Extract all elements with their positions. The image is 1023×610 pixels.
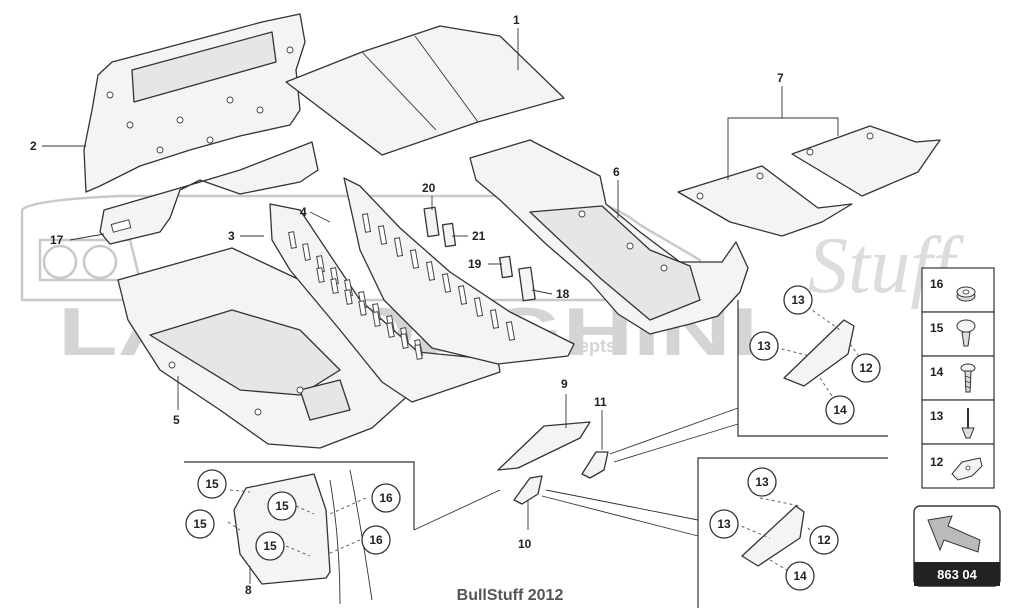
bubble-br-13a: 13 — [747, 467, 777, 497]
part-7-floor-mats — [677, 125, 941, 237]
fastener-legend: 16 15 14 13 12 — [921, 267, 995, 489]
svg-text:13: 13 — [755, 475, 769, 489]
part-19-insert — [499, 255, 513, 279]
svg-text:16: 16 — [379, 491, 393, 505]
svg-text:13: 13 — [717, 517, 731, 531]
panel-slot — [473, 297, 484, 317]
callout-2: 2 — [30, 139, 37, 153]
diagram-badge: 863 04 — [913, 505, 1001, 587]
legend-number-16: 16 — [930, 277, 944, 291]
panel-slot — [489, 309, 500, 329]
part-5-floor-tub — [117, 247, 413, 449]
bubble-bl-16b: 16 — [361, 525, 391, 555]
part-6-center-tunnel — [469, 139, 749, 335]
panel-slot — [409, 249, 420, 269]
part-9-plate — [497, 421, 591, 471]
svg-text:15: 15 — [263, 539, 277, 553]
bracket-clip-icon — [951, 457, 983, 481]
panel-slot — [386, 322, 395, 338]
bubble-right-13b: 13 — [749, 331, 779, 361]
screw-icon — [960, 363, 976, 393]
callout-3: 3 — [228, 229, 235, 243]
svg-text:12: 12 — [859, 361, 873, 375]
bubble-bl-15c: 15 — [185, 509, 215, 539]
panel-slot — [393, 237, 404, 257]
part-20-insert — [423, 206, 440, 238]
svg-text:13: 13 — [757, 339, 771, 353]
legend-number-14: 14 — [930, 365, 944, 379]
svg-text:13: 13 — [791, 293, 805, 307]
legend-number-15: 15 — [930, 321, 944, 335]
bubble-bl-15a: 15 — [197, 469, 227, 499]
part-18-rib-panel — [343, 177, 575, 365]
svg-text:15: 15 — [275, 499, 289, 513]
part-18b-insert — [518, 266, 536, 302]
detail-bottom-left — [184, 461, 501, 605]
panel-slot — [457, 285, 468, 305]
part-3-4-side-panel — [269, 203, 501, 403]
panel-slot — [288, 231, 297, 249]
panel-slot — [425, 261, 436, 281]
panel-slot — [344, 289, 353, 305]
panel-slot — [358, 300, 367, 316]
bubble-br-13b: 13 — [709, 509, 739, 539]
callout-11: 11 — [594, 395, 607, 409]
panel-slot — [441, 273, 452, 293]
part-10-bracket — [513, 475, 543, 505]
callout-1: 1 — [513, 13, 520, 27]
callout-7: 7 — [777, 71, 784, 85]
part-17-lower-strip — [99, 141, 319, 245]
bubble-bl-15b: 15 — [267, 491, 297, 521]
callout-9: 9 — [561, 377, 568, 391]
callout-21: 21 — [472, 229, 486, 243]
push-rivet-icon — [956, 319, 976, 347]
callout-4: 4 — [300, 205, 307, 219]
nut-icon — [956, 286, 976, 302]
part-11-bracket — [581, 451, 609, 479]
svg-text:12: 12 — [817, 533, 831, 547]
callout-numbers: 1 2 3 4 5 6 7 8 9 10 11 17 18 19 20 21 — [30, 13, 784, 597]
panel-slot — [414, 344, 423, 360]
svg-text:14: 14 — [833, 403, 847, 417]
svg-text:14: 14 — [793, 569, 807, 583]
panel-slot — [400, 333, 409, 349]
bubble-br-12: 12 — [809, 525, 839, 555]
callout-10: 10 — [518, 537, 532, 551]
leader-lines — [42, 28, 839, 584]
bubble-right-12: 12 — [851, 353, 881, 383]
footer-credit: BullStuff 2012 — [457, 587, 564, 604]
bubble-br-14: 14 — [785, 561, 815, 591]
pin-clip-icon — [961, 408, 975, 439]
panel-slot — [377, 225, 388, 245]
part-1-roof-panel — [285, 25, 565, 156]
callout-8: 8 — [245, 583, 252, 597]
panel-slot — [302, 243, 311, 261]
detail-bottom-right — [541, 457, 888, 608]
legend-number-12: 12 — [930, 455, 944, 469]
callout-6: 6 — [613, 165, 620, 179]
bubble-right-14: 14 — [825, 395, 855, 425]
panel-slot — [361, 213, 372, 233]
panel-slot — [372, 311, 381, 327]
svg-text:15: 15 — [205, 477, 219, 491]
arrow-icon — [927, 515, 981, 553]
legend-number-13: 13 — [930, 409, 944, 423]
callout-19: 19 — [468, 257, 482, 271]
callout-18: 18 — [556, 287, 570, 301]
svg-text:15: 15 — [193, 517, 207, 531]
svg-text:16: 16 — [369, 533, 383, 547]
bubble-bl-15d: 15 — [255, 531, 285, 561]
callout-5: 5 — [173, 413, 180, 427]
bubble-right-13a: 13 — [783, 285, 813, 315]
part-21-insert — [441, 222, 457, 248]
badge-code: 863 04 — [937, 567, 978, 582]
bubble-bl-16a: 16 — [371, 483, 401, 513]
callout-20: 20 — [422, 181, 436, 195]
panel-slot — [505, 321, 516, 341]
panel-slot — [330, 278, 339, 294]
panel-slot — [316, 267, 325, 283]
part-2-rear-panel — [83, 13, 306, 193]
callout-17: 17 — [50, 233, 64, 247]
